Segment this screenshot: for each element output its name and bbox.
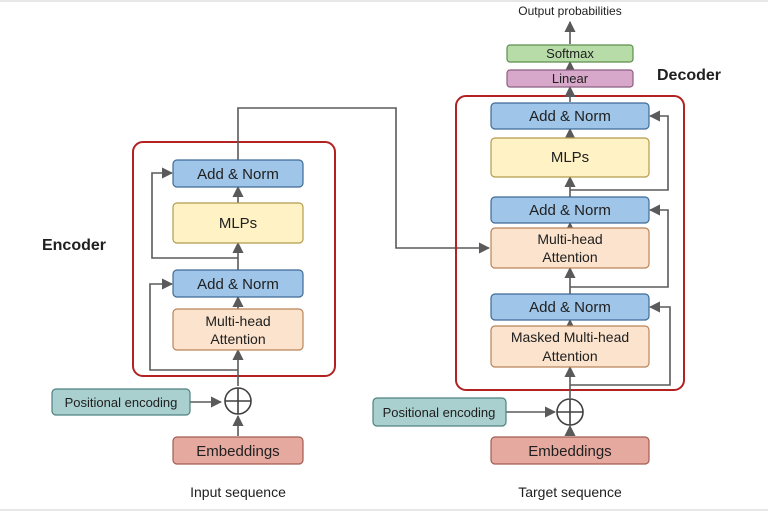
decoder-residual-1 [570, 301, 671, 386]
encoder-add-norm-bottom [172, 269, 304, 298]
encoder-residual-2 [151, 167, 238, 259]
encoder-positional-encoding [51, 388, 191, 416]
decoder-linear-label: Linear [552, 71, 589, 86]
encoder-to-decoder-arrow [237, 107, 491, 254]
decoder-add-norm-top-label: Add & Norm [529, 108, 611, 125]
decoder-cross-attention-label-2: Attention [542, 249, 597, 265]
decoder-add-norm-middle-label: Add & Norm [529, 202, 611, 219]
decoder-positional-encoding [372, 397, 507, 427]
encoder-add-norm-top-label: Add & Norm [197, 166, 279, 183]
encoder-embeddings [172, 436, 304, 465]
decoder-masked-attention-label-2: Attention [542, 348, 597, 364]
decoder-residual-2 [570, 204, 669, 288]
decoder-add-norm-bottom-label: Add & Norm [529, 299, 611, 316]
decoder-add-norm-top [490, 102, 650, 130]
target-sequence-label: Target sequence [518, 484, 622, 500]
decoder-residual-3 [570, 110, 669, 191]
encoder-mlps-label: MLPs [219, 215, 257, 232]
decoder-masked-attention-label-1: Masked Multi-head [511, 329, 629, 345]
encoder-positional-encoding-label: Positional encoding [65, 395, 178, 410]
decoder-embeddings [490, 436, 650, 465]
decoder-positional-encoding-label: Positional encoding [383, 405, 496, 420]
decoder-softmax-label: Softmax [546, 46, 594, 61]
decoder-add-norm-middle [490, 196, 650, 224]
encoder-attention-label-2: Attention [210, 331, 265, 347]
decoder-cross-attention [490, 227, 650, 269]
decoder-mlps [490, 137, 650, 178]
decoder-embeddings-label: Embeddings [528, 443, 611, 460]
encoder-residual-1 [149, 278, 238, 371]
decoder-sum-icon [556, 398, 584, 426]
encoder-connectors [149, 107, 491, 436]
encoder-mlps [172, 202, 304, 244]
decoder-title: Decoder [657, 67, 721, 84]
decoder-add-norm-bottom [490, 293, 650, 321]
decoder-connectors [506, 20, 671, 437]
encoder-add-norm-top [172, 159, 304, 188]
decoder-masked-attention [490, 325, 650, 368]
encoder-sum-icon [224, 387, 252, 415]
output-probabilities-label: Output probabilities [518, 4, 621, 18]
encoder-attention [172, 308, 304, 351]
encoder-title: Encoder [42, 237, 106, 254]
encoder-frame [132, 141, 336, 377]
decoder-cross-attention-label-1: Multi-head [537, 231, 602, 247]
input-sequence-label: Input sequence [190, 484, 286, 500]
decoder-softmax [506, 44, 634, 63]
decoder-linear [506, 69, 634, 88]
encoder-add-norm-bottom-label: Add & Norm [197, 276, 279, 293]
encoder-attention-label-1: Multi-head [205, 313, 270, 329]
decoder-mlps-label: MLPs [551, 149, 589, 166]
encoder-embeddings-label: Embeddings [196, 443, 279, 460]
